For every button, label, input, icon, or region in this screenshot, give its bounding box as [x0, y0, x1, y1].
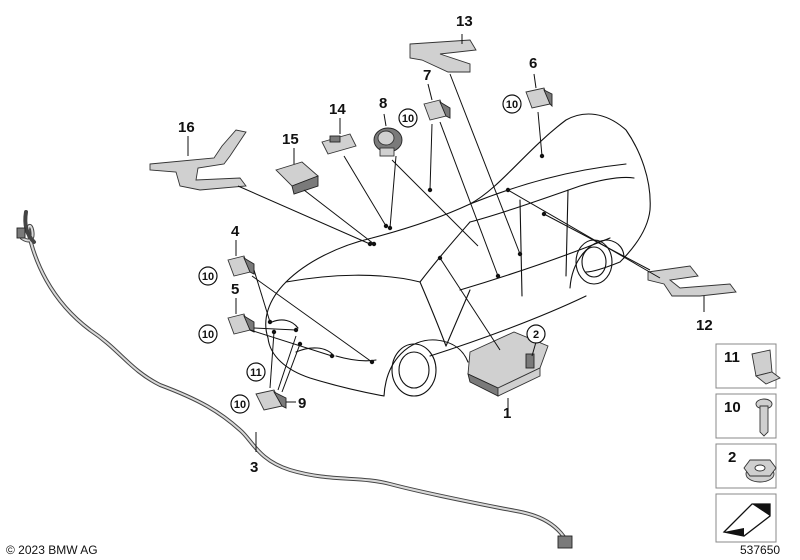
svg-text:2: 2: [533, 329, 539, 341]
circled-label-10-near-4: 10: [198, 266, 218, 286]
diagram-id-text: 537650: [740, 543, 780, 557]
part-7-sensor: [423, 99, 451, 121]
svg-text:10: 10: [506, 99, 518, 111]
leader-dots: [267, 153, 547, 365]
svg-text:10: 10: [234, 399, 246, 411]
label-3: 3: [250, 459, 258, 476]
arrow-symbol-icon: [722, 503, 771, 537]
part-13-holder: [409, 39, 477, 73]
part-14-module: [321, 133, 357, 155]
label-16: 16: [178, 119, 195, 136]
part-1-control-unit: [467, 331, 549, 397]
label-1: 1: [503, 405, 511, 422]
label-6: 6: [529, 55, 537, 72]
part-6-sensor: [525, 87, 553, 109]
circled-label-11: 11: [246, 362, 266, 382]
svg-text:10: 10: [402, 113, 414, 125]
part-8-sound-generator: [373, 127, 403, 157]
legend-label-2: 2: [728, 449, 736, 466]
label-5: 5: [231, 281, 239, 298]
label-12: 12: [696, 317, 713, 334]
circled-label-2: 2: [526, 324, 546, 344]
legend-label-11: 11: [724, 349, 740, 366]
hardware-legend: 11 10 2: [715, 343, 781, 543]
svg-text:10: 10: [202, 271, 214, 283]
circled-label-10-near-9: 10: [230, 394, 250, 414]
harness-connector-bottom: [557, 535, 573, 549]
part-4-sensor: [227, 255, 255, 277]
part-9-sensor: [255, 389, 287, 411]
torx-bolt-icon: [755, 398, 773, 437]
label-8: 8: [379, 95, 387, 112]
svg-text:11: 11: [250, 367, 262, 379]
leader-lines: [187, 34, 705, 452]
label-7: 7: [423, 67, 431, 84]
part-15-module: [275, 161, 319, 195]
label-9: 9: [298, 395, 306, 412]
clip-nut-icon: [751, 349, 781, 385]
harness-connector-top: [16, 227, 26, 239]
label-15: 15: [282, 131, 299, 148]
label-14: 14: [329, 101, 346, 118]
part-number-labels: 13 6 7 8 14 15 16 4 5 9 12 1 3: [178, 13, 713, 476]
car-outline: [265, 113, 651, 397]
part-12-holder: [647, 265, 737, 297]
hex-flange-nut-icon: [743, 459, 777, 483]
circled-label-10-near-7: 10: [398, 108, 418, 128]
svg-text:10: 10: [202, 329, 214, 341]
label-13: 13: [456, 13, 473, 30]
legend-label-10: 10: [724, 399, 741, 416]
part-16-holder: [149, 129, 247, 191]
circled-labels: 10 10 10 10 11 10 2: [198, 94, 546, 414]
circled-label-10-near-6: 10: [502, 94, 522, 114]
wiring-harness-part-3: [16, 210, 573, 549]
part-5-sensor: [227, 313, 255, 335]
copyright-text: © 2023 BMW AG: [6, 543, 98, 557]
label-4: 4: [231, 223, 240, 240]
circled-label-10-near-5: 10: [198, 324, 218, 344]
